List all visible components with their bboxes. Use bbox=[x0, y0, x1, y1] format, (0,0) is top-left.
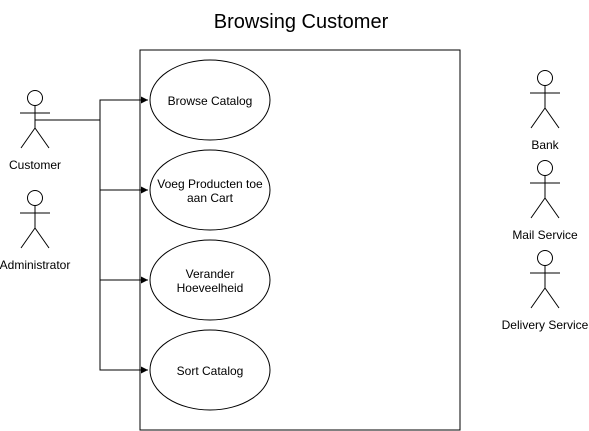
use-case-label: Sort Catalog bbox=[177, 364, 244, 378]
use-case-change-quantity[interactable]: Verander Hoeveelheid bbox=[149, 239, 271, 321]
stick-figure-icon bbox=[20, 90, 50, 149]
stick-figure-icon bbox=[530, 160, 560, 219]
actor-delivery-service[interactable]: Delivery Service bbox=[502, 250, 589, 333]
actor-administrator[interactable]: Administrator bbox=[0, 190, 70, 273]
actor-bank[interactable]: Bank bbox=[530, 70, 560, 153]
use-case-label: Browse Catalog bbox=[168, 94, 253, 108]
use-case-add-to-cart[interactable]: Voeg Producten toe aan Cart bbox=[149, 149, 271, 231]
use-case-label-line2: aan Cart bbox=[187, 191, 234, 205]
customer-associations bbox=[35, 96, 148, 374]
actor-mail-service[interactable]: Mail Service bbox=[512, 160, 578, 243]
actor-label: Administrator bbox=[0, 258, 70, 272]
use-case-label-line2: Hoeveelheid bbox=[177, 281, 244, 295]
association-browse-catalog bbox=[35, 96, 148, 121]
use-case-label-line1: Voeg Producten toe bbox=[157, 177, 263, 191]
use-case-browse-catalog[interactable]: Browse Catalog bbox=[149, 59, 271, 141]
actor-customer[interactable]: Customer bbox=[9, 90, 61, 173]
stick-figure-icon bbox=[20, 190, 50, 249]
stick-figure-icon bbox=[530, 70, 560, 129]
use-case-label-line1: Verander bbox=[186, 267, 235, 281]
diagram-title: Browsing Customer bbox=[214, 11, 389, 33]
stick-figure-icon bbox=[530, 250, 560, 309]
association-sort-catalog bbox=[99, 120, 148, 374]
actor-label: Delivery Service bbox=[502, 318, 589, 332]
use-case-sort-catalog[interactable]: Sort Catalog bbox=[149, 329, 271, 411]
actor-label: Mail Service bbox=[512, 228, 578, 242]
actor-label: Customer bbox=[9, 158, 61, 172]
actor-label: Bank bbox=[531, 138, 559, 152]
